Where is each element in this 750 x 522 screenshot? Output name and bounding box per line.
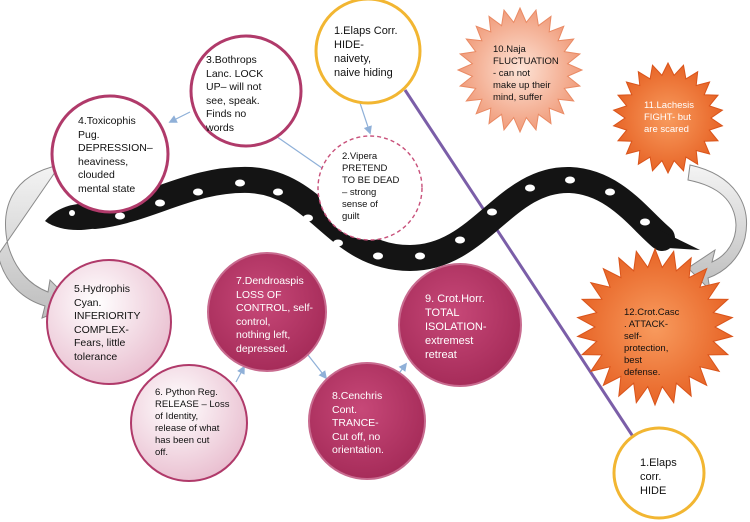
divider-line [403,89,657,471]
snake-body [82,166,675,272]
snake-eye [69,210,75,216]
node-1-bottom-circle [612,426,706,520]
node-2-circle [317,135,423,241]
node-4-circle [50,94,170,214]
arrow-3-to-4 [168,111,191,123]
arrow-2-to-3 [268,131,323,169]
node-8-circle [308,362,426,480]
right-curved-arrow [687,164,747,292]
left-curved-arrow [0,164,76,319]
arrow-7-to-8 [307,354,328,380]
snake-spots [115,176,650,260]
arrow-1-to-2 [359,102,372,135]
node-12-starburst [576,247,734,407]
node-1-top-circle [314,0,422,105]
snake-head [45,203,104,231]
arrow-6-to-7 [235,365,245,383]
node-6-circle [130,364,248,482]
snake [45,166,700,272]
node-10-starburst [456,6,584,134]
node-1-top-label: 1.Elaps Corr.HIDE-naivety,naive hiding [334,25,398,79]
snake-tail [655,228,700,250]
node-9-circle [398,263,522,387]
node-3-circle [189,34,303,148]
node-7-circle [207,252,327,372]
node-11-starburst [612,61,724,175]
connector-arrows [168,102,408,383]
node-5-circle [46,259,172,385]
node-12-label: 12.Crot.Casc. ATTACK-self-protection,bes… [624,307,680,378]
